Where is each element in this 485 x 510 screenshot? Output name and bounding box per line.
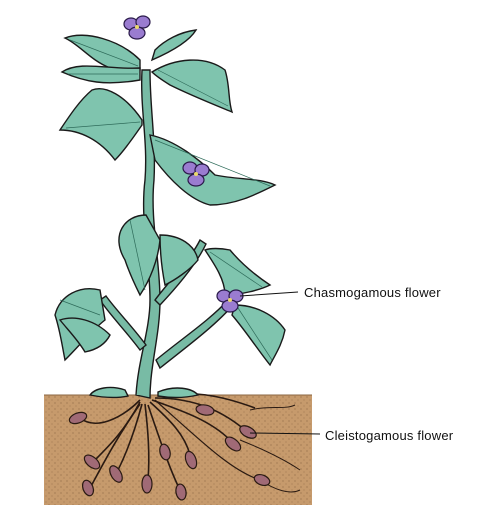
leaf-lower-left <box>118 214 161 297</box>
leaf-base-right <box>157 387 200 399</box>
leaf-upper-right <box>150 59 234 114</box>
leaf-right-bottom <box>231 304 286 367</box>
chasmogamous-flowers <box>123 15 244 313</box>
leaf-veins <box>59 39 273 361</box>
leaf-lower-right <box>159 234 199 287</box>
chasmogamous-flower-label: Chasmogamous flower <box>304 285 441 300</box>
flower-top <box>123 15 151 40</box>
leaf-left-bottom-2 <box>58 317 111 353</box>
leaves <box>54 29 286 399</box>
cleistogamous-flower-label: Cleistogamous flower <box>325 428 454 443</box>
leaf-mid-right <box>149 134 277 206</box>
leaf-right-lower <box>203 247 272 296</box>
leaf-mid-left <box>58 88 143 162</box>
leaf-top-right <box>150 29 198 62</box>
flower-middle <box>182 161 210 187</box>
leaf-base-left <box>88 386 130 399</box>
leaf-top-left <box>63 34 141 73</box>
leader-lines <box>239 291 321 435</box>
leaf-top-left-2 <box>60 65 141 84</box>
cleistogamous-bulbs <box>68 404 271 501</box>
